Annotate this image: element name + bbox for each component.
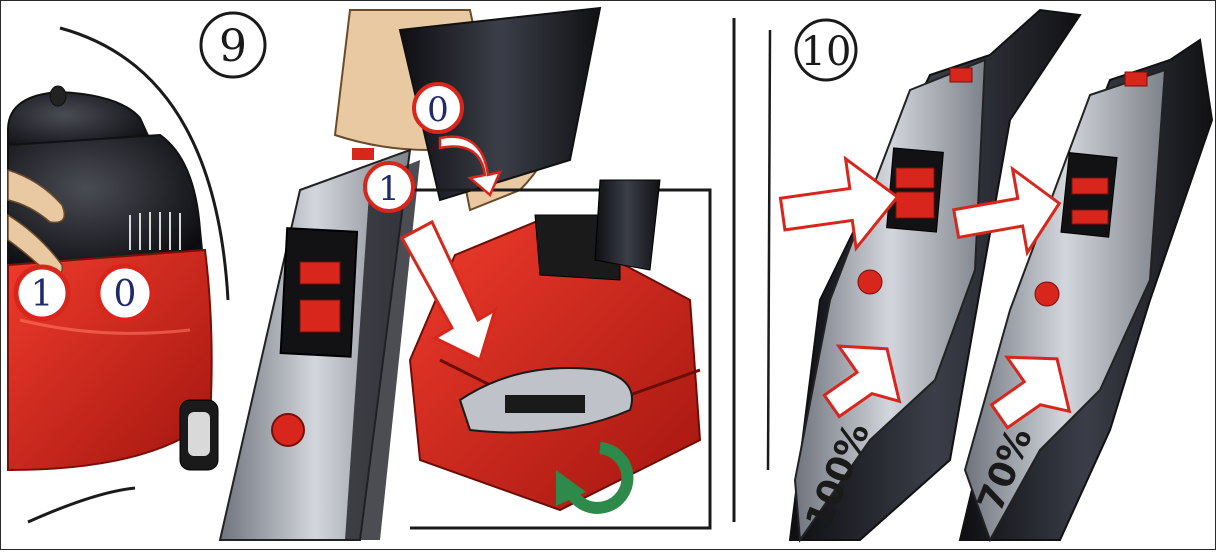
- push-arrow-icon: [822, 344, 902, 419]
- handle-reduced-power: 70%: [952, 38, 1214, 543]
- step-10-badge: 10: [794, 18, 858, 82]
- vacuum-body-panel: 1 0: [7, 26, 230, 524]
- push-arrow-icon: [952, 165, 1062, 257]
- step-9-badge: 9: [199, 11, 267, 79]
- off-switch-badge: 0: [95, 263, 155, 323]
- step-9-panel: 9: [199, 6, 712, 541]
- on-switch-badge: 1: [13, 264, 71, 322]
- on-label-step9: 1: [378, 169, 400, 209]
- indicator-dot-icon: [857, 269, 883, 295]
- push-arrow-icon: [778, 155, 900, 252]
- on-switch-badge-step9: 1: [363, 161, 415, 213]
- on-label: 1: [31, 274, 54, 315]
- push-arrow-icon: [989, 355, 1072, 430]
- indicator-dot-icon: [1034, 281, 1060, 307]
- off-label-step9: 0: [427, 90, 449, 130]
- step-10-panel: 10 100% 70%: [766, 8, 1214, 543]
- push-arrow-icon: [399, 219, 498, 363]
- off-label: 0: [114, 274, 137, 315]
- step-10-number: 10: [801, 29, 852, 75]
- rotate-arrow-icon: [556, 442, 634, 514]
- handle-full-power: 100%: [778, 8, 1082, 543]
- indicator-dot-icon: [271, 413, 305, 447]
- step-9-number: 9: [219, 21, 247, 72]
- off-switch-badge-step9: 0: [412, 82, 464, 134]
